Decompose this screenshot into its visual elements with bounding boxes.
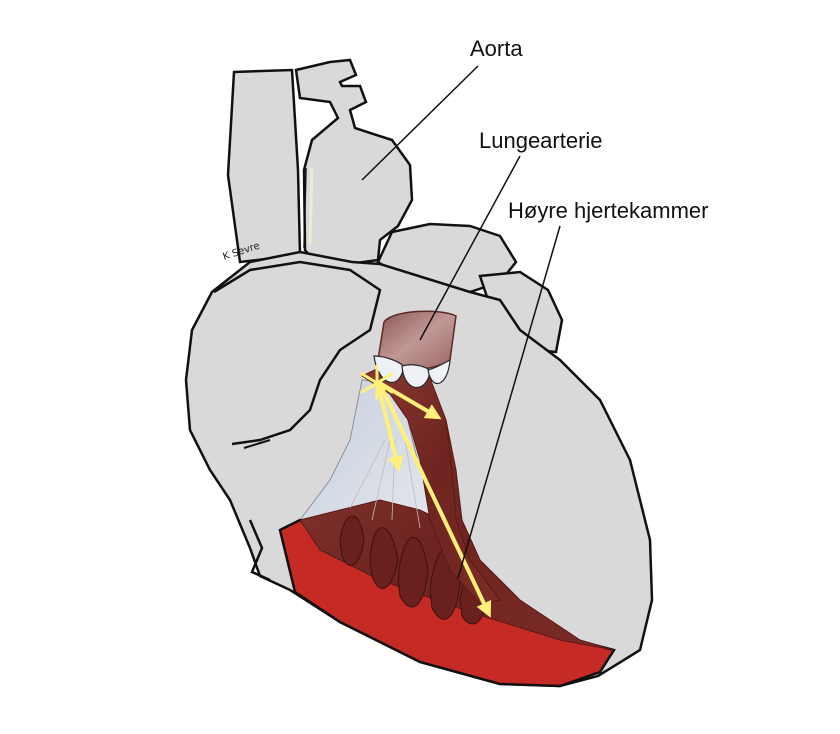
label-aorta: Aorta: [470, 38, 523, 60]
label-hoyre-hjertekammer: Høyre hjertekammer: [508, 200, 708, 222]
superior-vena-cava: [228, 70, 300, 262]
label-lungearterie: Lungearterie: [479, 130, 603, 152]
aorta-inner-line-2: [310, 168, 312, 244]
leader-aorta: [362, 66, 478, 180]
